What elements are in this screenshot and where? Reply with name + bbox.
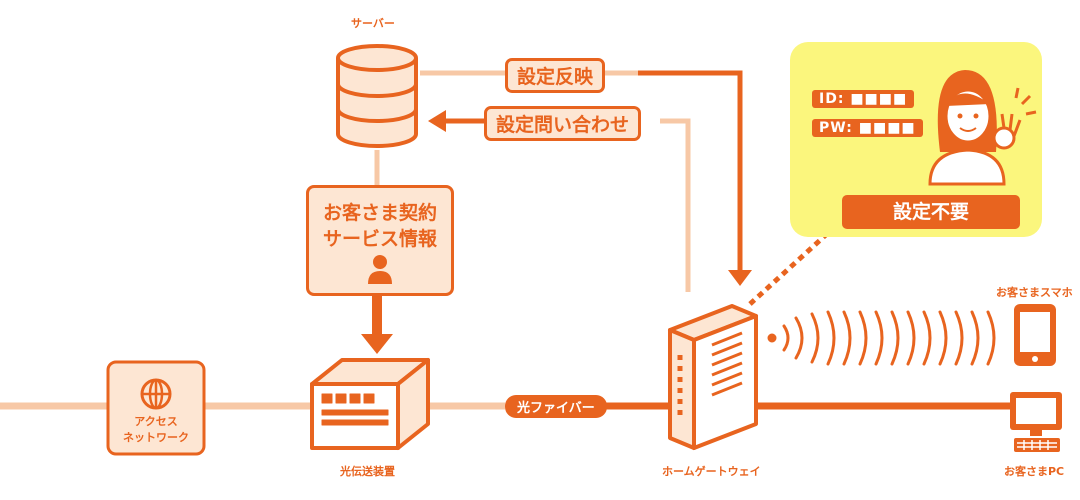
id-value: ■■■■ — [850, 91, 908, 107]
fiber-label: 光ファイバー — [505, 395, 607, 418]
access-network-label-line1: アクセス — [134, 415, 178, 428]
pc-label: お客さまPC — [1004, 465, 1065, 478]
person-icon — [368, 255, 392, 284]
home-gateway-label: ホームゲートウェイ — [662, 465, 761, 478]
server-icon — [336, 44, 418, 148]
happy-customer-icon — [928, 70, 1037, 186]
settings-inquiry-faded-line — [660, 118, 691, 292]
smartphone-icon — [1014, 304, 1056, 366]
info-to-transmitter-arrowhead — [361, 334, 393, 354]
info-box-line1: お客さま契約 — [322, 202, 437, 224]
smartphone-label: お客さまスマホ — [996, 286, 1073, 299]
server-label: サーバー — [351, 17, 395, 30]
access-network-label: アクセス ネットワーク — [121, 413, 191, 445]
customer-contract-info-box: お客さま契約 サービス情報 — [306, 185, 454, 296]
wifi-signal-icon — [767, 310, 996, 366]
info-box-line2: サービス情報 — [322, 228, 437, 250]
pw-label: PW: — [819, 120, 853, 136]
settings-apply-arrowhead — [728, 270, 752, 286]
no-setup-badge: 設定不要 — [842, 195, 1020, 229]
home-gateway-icon — [668, 304, 758, 450]
pw-value: ■■■■ — [858, 120, 916, 136]
pc-icon — [1010, 392, 1062, 452]
pw-field: PW: ■■■■ — [812, 119, 923, 137]
settings-inquiry-arrowhead — [428, 110, 446, 132]
settings-apply-arrow-line — [638, 70, 743, 272]
access-network-label-line2: ネットワーク — [123, 431, 189, 444]
settings-inquiry-label: 設定問い合わせ — [484, 106, 642, 141]
optical-transmitter-label: 光伝送装置 — [340, 465, 395, 478]
id-field: ID: ■■■■ — [812, 90, 915, 108]
optical-transmitter-icon — [310, 358, 430, 450]
settings-apply-label: 設定反映 — [505, 58, 606, 93]
access-network-icon — [106, 360, 206, 456]
id-label: ID: — [819, 91, 845, 107]
